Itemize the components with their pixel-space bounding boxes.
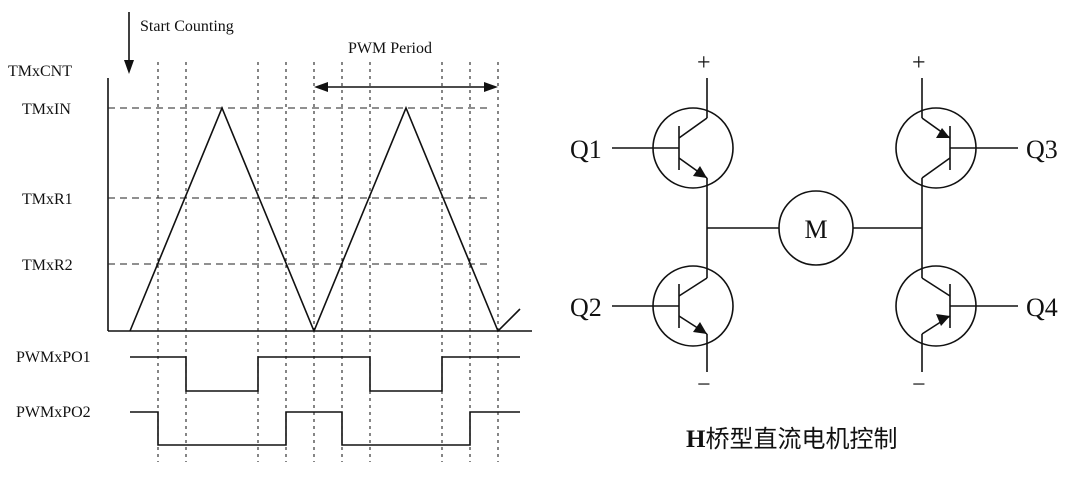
pwmxpo2-waveform	[130, 411, 520, 446]
caption-rest-part: 桥型直流电机控制	[705, 425, 897, 453]
transistor-label-q1: Q1	[570, 135, 602, 164]
h-bridge-schematic: + + − − M Q1	[570, 50, 1058, 453]
transistor-q1	[612, 107, 734, 189]
counter-axis-label: TMxCNT	[8, 63, 72, 80]
hbridge-caption: H桥型直流电机控制	[686, 425, 897, 453]
supply-plus-left: +	[697, 50, 711, 76]
pwm-period-label: PWM Period	[348, 40, 432, 57]
transistor-label-q2: Q2	[570, 293, 602, 322]
start-counting-label: Start Counting	[140, 18, 234, 35]
level-label-tmxr2: TMxR2	[22, 257, 73, 274]
pwmxpo1-waveform	[130, 356, 520, 392]
motor-symbol: M	[778, 190, 854, 266]
counter-triangle-waveform	[129, 105, 521, 334]
output-label-pwmxpo2: PWMxPO2	[16, 404, 91, 421]
pwm-period-arrow	[314, 82, 498, 92]
motor-label: M	[804, 215, 827, 244]
supply-minus-right: −	[912, 372, 926, 398]
level-label-tmxin: TMxIN	[22, 101, 71, 118]
supply-plus-right: +	[912, 50, 926, 76]
caption-bold-part: H	[686, 426, 706, 453]
level-label-tmxr1: TMxR1	[22, 191, 73, 208]
timing-guides	[157, 62, 499, 462]
output-label-pwmxpo1: PWMxPO1	[16, 349, 91, 366]
start-counting-arrow	[124, 12, 134, 74]
supply-minus-left: −	[697, 372, 711, 398]
transistor-label-q3: Q3	[1026, 135, 1058, 164]
transistor-label-q4: Q4	[1026, 293, 1058, 322]
pwm-timing-diagram: Start Counting PWM Period TMxCNT TMxIN T…	[8, 12, 532, 462]
transistor-q2	[612, 265, 734, 347]
transistor-q4	[895, 265, 1018, 347]
transistor-q3	[895, 107, 1018, 189]
